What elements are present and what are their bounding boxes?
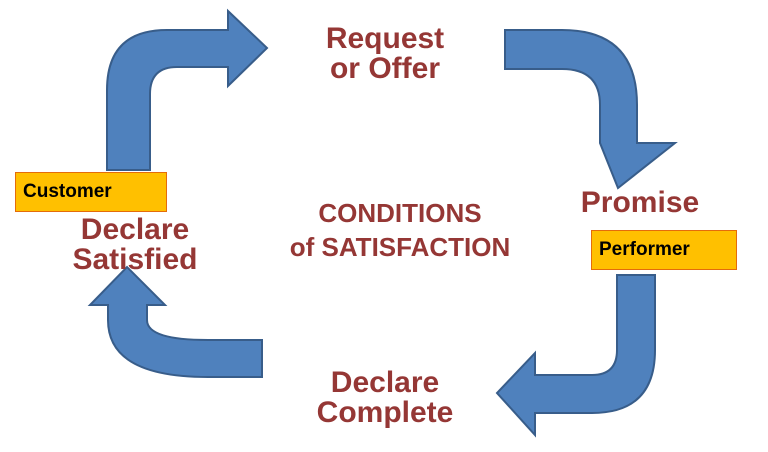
step-satisfied-line2: Satisfied: [72, 243, 198, 276]
arrow-complete-to-satisfied: [87, 265, 263, 378]
center-title-line2: of SATISFACTION: [289, 231, 511, 262]
arrow-request-to-promise: [504, 29, 678, 190]
step-request-line1: Request: [325, 22, 445, 55]
step-promise: Promise: [565, 188, 715, 218]
center-title: CONDITIONS of SATISFACTION: [255, 197, 545, 265]
arrow-satisfied-to-request: [106, 8, 269, 171]
step-declare-satisfied: Declare Satisfied: [55, 215, 215, 275]
step-complete-line1: Declare: [330, 366, 440, 399]
step-promise-line1: Promise: [580, 186, 700, 219]
role-customer: Customer: [15, 172, 167, 212]
step-satisfied-line1: Declare: [80, 213, 190, 246]
step-request-or-offer: Request or Offer: [295, 24, 475, 84]
step-complete-line2: Complete: [316, 396, 454, 429]
center-title-line1: CONDITIONS: [318, 198, 482, 228]
step-declare-complete: Declare Complete: [300, 368, 470, 428]
arrow-promise-to-complete: [495, 274, 656, 438]
role-performer: Performer: [591, 230, 737, 270]
step-request-line2: or Offer: [329, 52, 440, 85]
